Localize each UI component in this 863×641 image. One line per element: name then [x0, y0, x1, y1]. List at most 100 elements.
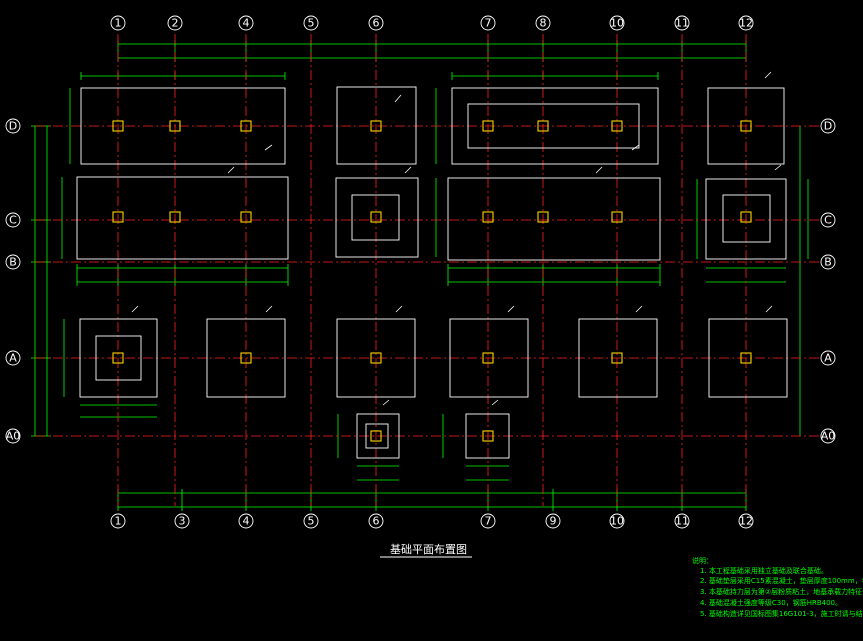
- notes-heading: 说明：: [692, 556, 713, 565]
- leader-line: [227, 166, 235, 174]
- axis-bubble-bottom-circle: [174, 513, 190, 529]
- leader-line: [131, 305, 139, 313]
- footing-single: [708, 318, 788, 398]
- axis-bubble-bottom-circle: [738, 513, 754, 529]
- column-square: [740, 352, 752, 364]
- leader-line: [507, 305, 515, 313]
- column-square: [537, 211, 549, 223]
- axis-bubble-bottom-label: 12: [739, 515, 753, 528]
- axis-bubble-bottom-circle: [674, 513, 690, 529]
- footings: [76, 71, 788, 459]
- leader-line: [404, 166, 412, 174]
- axis-bubble-bottom-circle: [545, 513, 561, 529]
- footing-step: [722, 194, 771, 243]
- axis-bubble-top-circle: [110, 15, 126, 31]
- axis-bubble-bottom-label: 9: [550, 515, 557, 528]
- leader-line: [491, 399, 499, 406]
- axis-bubble-top-label: 1: [115, 17, 122, 30]
- column-square: [482, 430, 494, 442]
- axis-bubble-left-label: A: [9, 352, 17, 365]
- axis-bubble-top-label: 2: [172, 17, 179, 30]
- axis-bubble-top-circle: [535, 15, 551, 31]
- footing-combined: [80, 87, 286, 165]
- axis-bubble-top-circle: [238, 15, 254, 31]
- column-square: [482, 211, 494, 223]
- footing-single: [79, 318, 158, 398]
- footing-single: [449, 318, 529, 398]
- axis-bubble-right-label: A0: [821, 430, 836, 443]
- footing-single: [206, 318, 286, 398]
- axis-bubble-top-label: 7: [485, 17, 492, 30]
- axis-bubble-left-label: A0: [6, 430, 21, 443]
- footing-combined: [447, 177, 661, 261]
- axis-bubble-top-circle: [480, 15, 496, 31]
- axis-bubble-bottom-circle: [110, 513, 126, 529]
- axis-bubble-top-circle: [303, 15, 319, 31]
- axis-bubble-left-circle: [5, 118, 21, 134]
- axis-bubble-right-circle: [820, 428, 836, 444]
- leader-line: [765, 305, 773, 313]
- column-square: [112, 120, 124, 132]
- column-square: [169, 120, 181, 132]
- footing-single: [705, 178, 787, 260]
- axis-bubble-left-label: D: [9, 120, 17, 133]
- axis-bubble-bottom-label: 10: [610, 515, 624, 528]
- column-square: [112, 211, 124, 223]
- leader-line: [265, 305, 273, 313]
- leader-line: [382, 399, 390, 406]
- footing-step: [351, 194, 400, 241]
- column-square: [370, 120, 382, 132]
- axis-bubble-top-label: 8: [540, 17, 547, 30]
- axis-bubble-right-label: B: [824, 256, 832, 269]
- leader-line: [395, 305, 403, 313]
- footing-single: [578, 318, 658, 398]
- notes-block: 说明： 1. 本工程基础采用独立基础及联合基础。 2. 基础垫层采用C15素混凝…: [692, 556, 863, 618]
- column-square: [370, 352, 382, 364]
- column-square: [611, 120, 623, 132]
- axis-bubble-left-circle: [5, 212, 21, 228]
- footing-step: [95, 335, 142, 381]
- axis-bubble-left-label: C: [9, 214, 17, 227]
- leader-line: [774, 164, 782, 171]
- axis-bubble-bottom-circle: [609, 513, 625, 529]
- axis-bubble-bottom-circle: [368, 513, 384, 529]
- footing-small: [465, 413, 510, 459]
- axis-bubble-bottom-circle: [238, 513, 254, 529]
- axis-bubble-top-circle: [167, 15, 183, 31]
- axis-bubble-top-circle: [674, 15, 690, 31]
- column-square: [537, 120, 549, 132]
- footing-single: [336, 86, 417, 165]
- axis-bubble-right-circle: [820, 350, 836, 366]
- leader-line: [394, 94, 402, 103]
- axis-bubble-bottom-label: 7: [485, 515, 492, 528]
- axis-bubble-right-label: A: [824, 352, 832, 365]
- axis-bubble-bottom-circle: [480, 513, 496, 529]
- footing-single: [335, 177, 419, 258]
- leader-line: [595, 166, 603, 174]
- leader-line: [764, 71, 772, 79]
- axis-bubble-top-circle: [738, 15, 754, 31]
- axis-bubble-bottom-label: 3: [179, 515, 186, 528]
- column-square: [740, 211, 752, 223]
- axis-bubble-right-label: D: [824, 120, 832, 133]
- dimension-lines: [31, 40, 809, 511]
- footing-single: [707, 87, 785, 165]
- axis-bubble-top-label: 6: [373, 17, 380, 30]
- axis-bubble-top-circle: [368, 15, 384, 31]
- axis-bubble-top-circle: [609, 15, 625, 31]
- axis-bubble-top-label: 11: [675, 17, 689, 30]
- axis-bubble-top-label: 10: [610, 17, 624, 30]
- axis-bubble-bottom-label: 1: [115, 515, 122, 528]
- note-line: 4. 基础混凝土强度等级C30，钢筋HRB400。: [700, 598, 842, 607]
- axis-bubble-top-label: 12: [739, 17, 753, 30]
- note-line: 2. 基础垫层采用C15素混凝土，垫层厚度100mm，每边宽出基础100mm。: [700, 576, 863, 585]
- axis-bubble-bottom-circle: [303, 513, 319, 529]
- axis-bubble-left-circle: [5, 350, 21, 366]
- axis-bubble-bottom-label: 11: [675, 515, 689, 528]
- drawing-title: 基础平面布置图: [390, 543, 467, 556]
- axis-grid: [35, 34, 828, 506]
- axis-bubble-right-circle: [820, 212, 836, 228]
- column-square: [240, 352, 252, 364]
- note-line: 5. 基础构造详见国标图集16G101-3，施工时请与结构图纸对照施工。: [700, 609, 863, 618]
